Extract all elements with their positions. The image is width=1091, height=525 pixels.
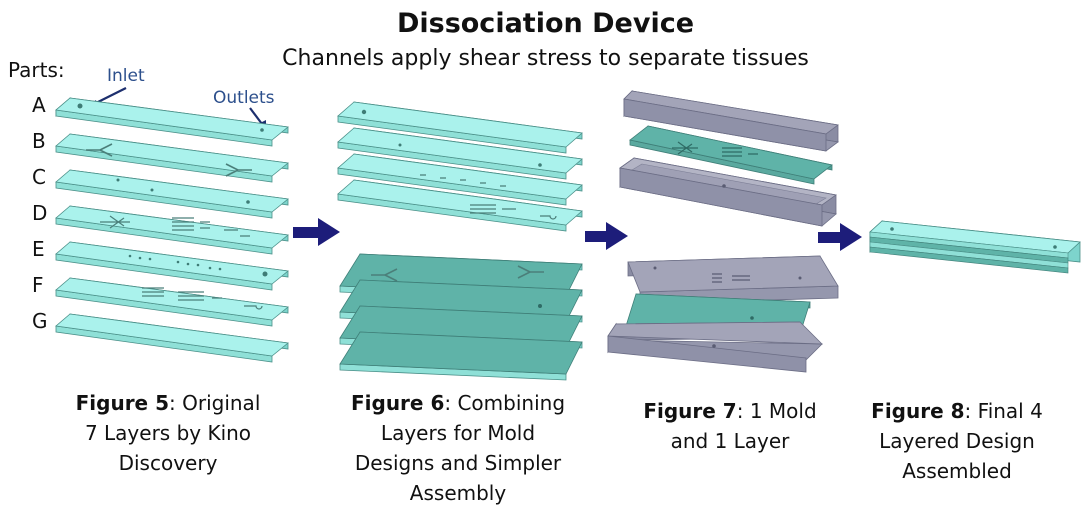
part-letter-b: B bbox=[32, 129, 46, 153]
part-letter-g: G bbox=[32, 309, 48, 333]
caption-fig5-line2: 7 Layers by Kino bbox=[84, 421, 252, 445]
page-title: Dissociation Device bbox=[396, 8, 695, 39]
arrow-fig7-to-fig8 bbox=[818, 223, 862, 251]
caption-fig6-line3: Designs and Simpler bbox=[354, 451, 562, 475]
caption-fig6-line1: : Combining bbox=[444, 391, 566, 415]
layer-b bbox=[55, 133, 289, 183]
layer-f bbox=[55, 277, 289, 327]
part-letter-a: A bbox=[32, 93, 46, 117]
fig7-mold-lower-top bbox=[627, 255, 839, 305]
layer-a bbox=[55, 97, 289, 147]
caption-fig5-line1: : Original bbox=[169, 391, 261, 415]
caption-fig8-line1: : Final 4 bbox=[964, 399, 1043, 423]
caption-fig7-label: Figure 7 bbox=[643, 399, 737, 423]
fig5-layer-stack bbox=[55, 97, 289, 363]
part-letter-c: C bbox=[32, 165, 46, 189]
caption-fig8-line3: Assembled bbox=[902, 459, 1012, 483]
outlets-label: Outlets bbox=[213, 88, 275, 108]
fig7-mold-top bbox=[623, 90, 839, 152]
caption-fig7-line1: : 1 Mold bbox=[736, 399, 817, 423]
part-letter-e: E bbox=[32, 237, 45, 261]
caption-fig6-line4: Assembly bbox=[409, 481, 507, 505]
caption-figure-5: Figure 5: Original 7 Layers by Kino Disc… bbox=[62, 388, 274, 478]
caption-fig8-line2: Layered Design bbox=[879, 429, 1035, 453]
fig6-layer-3 bbox=[337, 153, 583, 206]
fig8-assembled-device bbox=[869, 220, 1081, 274]
caption-fig5-line3: Discovery bbox=[118, 451, 218, 475]
arrow-fig6-to-fig7 bbox=[585, 222, 628, 250]
part-letter-f: F bbox=[32, 273, 44, 297]
layer-d bbox=[55, 205, 289, 255]
caption-figure-7: Figure 7: 1 Mold and 1 Layer bbox=[630, 396, 830, 456]
fig6-dark-layer-4 bbox=[339, 331, 583, 381]
fig7-dark-layer-top bbox=[629, 125, 833, 185]
caption-fig5-label: Figure 5 bbox=[75, 391, 170, 415]
fig6-layer-2 bbox=[337, 127, 583, 180]
caption-figure-6: Figure 6: Combining Layers for Mold Desi… bbox=[340, 388, 576, 508]
caption-fig8-label: Figure 8 bbox=[871, 399, 965, 423]
part-letter-d: D bbox=[32, 201, 48, 225]
layer-c bbox=[55, 169, 289, 219]
fig6-upper-stack bbox=[337, 101, 583, 232]
layer-g bbox=[55, 313, 289, 363]
caption-figure-8: Figure 8: Final 4 Layered Design Assembl… bbox=[852, 396, 1062, 486]
fig6-lower-stack bbox=[339, 253, 583, 381]
caption-fig6-label: Figure 6 bbox=[350, 391, 445, 415]
fig7-upper-assembly bbox=[618, 90, 839, 227]
arrow-fig5-to-fig6 bbox=[293, 218, 340, 246]
parts-label: Parts: bbox=[8, 58, 65, 82]
layer-e bbox=[55, 241, 289, 291]
fig7-lower-assembly bbox=[607, 255, 839, 373]
fig6-layer-1 bbox=[337, 101, 583, 154]
caption-fig6-line2: Layers for Mold bbox=[380, 421, 536, 445]
fig6-layer-4 bbox=[337, 179, 583, 232]
fig7-mold-tray bbox=[618, 157, 838, 227]
inlet-label: Inlet bbox=[107, 66, 145, 86]
fig7-mold-base bbox=[607, 321, 824, 373]
page-subtitle: Channels apply shear stress to separate … bbox=[282, 46, 809, 71]
caption-fig7-line2: and 1 Layer bbox=[670, 429, 790, 453]
